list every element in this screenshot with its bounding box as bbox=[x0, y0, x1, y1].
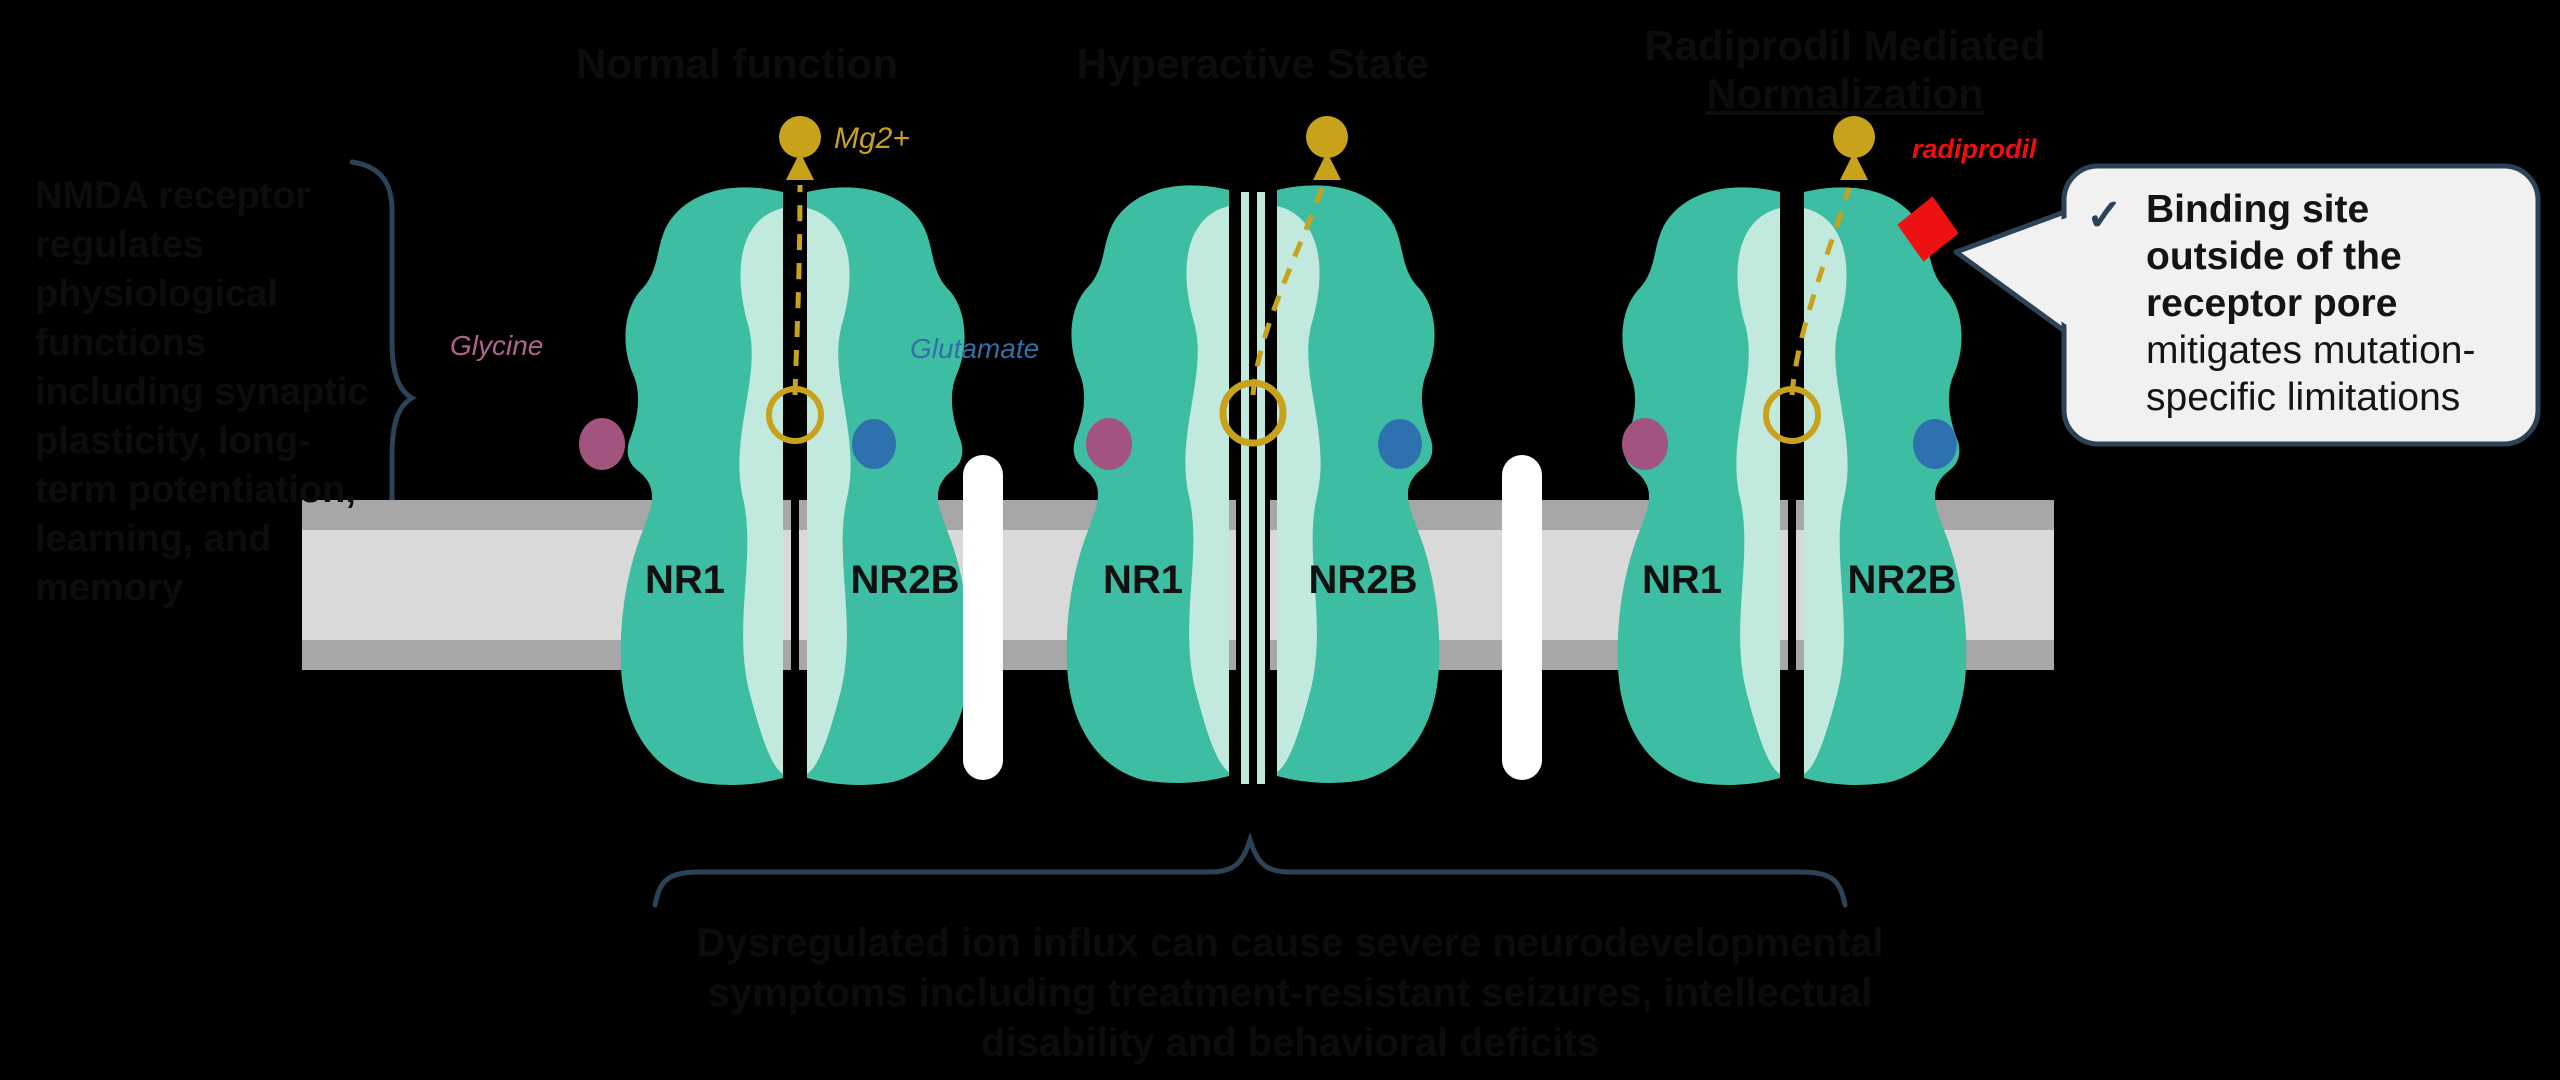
left-note-line: memory bbox=[35, 567, 183, 609]
left-note-line: functions bbox=[35, 322, 206, 364]
heading-normal-function: Normal function bbox=[576, 40, 898, 87]
bottom-note-line: disability and behavioral deficits bbox=[981, 1021, 1599, 1065]
receptor-radiprodil bbox=[1617, 187, 1967, 786]
nr1-label-1: NR1 bbox=[644, 558, 726, 602]
checkmark-icon: ✓ bbox=[2086, 191, 2123, 240]
nr1-label-3: NR1 bbox=[1641, 558, 1723, 602]
left-note-line: learning, and bbox=[35, 518, 272, 560]
arrowhead-3 bbox=[1840, 152, 1868, 180]
nr2b-label-1: NR2B bbox=[850, 558, 960, 602]
nr1-label-2: NR1 bbox=[1102, 558, 1184, 602]
callout-regular-line: specific limitations bbox=[2146, 376, 2461, 419]
receptor-normal bbox=[620, 187, 970, 786]
mg-ion-label: Mg2+ bbox=[834, 122, 910, 155]
bottom-note-line: symptoms including treatment-resistant s… bbox=[707, 971, 1873, 1015]
callout-text: Binding site outside of the receptor por… bbox=[2146, 186, 2536, 421]
heading-line-2: Normalization bbox=[1706, 70, 1984, 117]
radiprodil-label: radiprodil bbox=[1912, 134, 2037, 164]
left-note-line: regulates bbox=[35, 224, 204, 266]
callout-regular-line: mitigates mutation- bbox=[2146, 329, 2476, 372]
callout-bold-line: outside of the bbox=[2146, 235, 2402, 278]
glutamate-dot-2 bbox=[1378, 419, 1422, 469]
callout-bubble bbox=[1953, 163, 2541, 447]
left-note-line: NMDA receptor bbox=[35, 175, 311, 217]
heading-line-1: Radiprodil Mediated bbox=[1644, 22, 2046, 69]
mg-ion-2 bbox=[1306, 116, 1348, 158]
heading-hyperactive-state: Hyperactive State bbox=[1076, 40, 1430, 87]
glycine-dot-1 bbox=[579, 418, 625, 470]
bottom-brace bbox=[652, 831, 1848, 908]
left-note: NMDA receptor regulates physiological fu… bbox=[35, 172, 369, 613]
divider-pill-1 bbox=[963, 455, 1003, 780]
radiprodil-diamond-icon bbox=[1897, 196, 1959, 262]
callout-bold-line: Binding site bbox=[2146, 188, 2370, 231]
glycine-dot-2 bbox=[1086, 418, 1132, 470]
glutamate-dot-1 bbox=[852, 419, 896, 469]
glycine-label: Glycine bbox=[450, 330, 544, 361]
bottom-note: Dysregulated ion influx can cause severe… bbox=[640, 918, 1940, 1068]
mg-ion-3 bbox=[1833, 116, 1875, 158]
bottom-note-line: Dysregulated ion influx can cause severe… bbox=[696, 921, 1884, 965]
glycine-dot-3 bbox=[1622, 418, 1668, 470]
heading-radiprodil-normalization: Radiprodil Mediated Normalization bbox=[1595, 22, 2095, 118]
receptor-hyperactive bbox=[1066, 185, 1440, 786]
nr2b-label-2: NR2B bbox=[1308, 558, 1418, 602]
left-note-line: including synaptic bbox=[35, 371, 369, 413]
left-note-line: plasticity, long- bbox=[35, 420, 311, 462]
arrowhead-1 bbox=[786, 152, 814, 180]
arrowhead-2 bbox=[1313, 152, 1341, 180]
left-note-line: physiological bbox=[35, 273, 278, 315]
callout-bold-line: receptor pore bbox=[2146, 282, 2398, 325]
glutamate-dot-3 bbox=[1913, 419, 1957, 469]
left-note-line: term potentiation, bbox=[35, 469, 356, 511]
mg-ion-1 bbox=[779, 116, 821, 158]
nr2b-label-3: NR2B bbox=[1847, 558, 1957, 602]
glutamate-label: Glutamate bbox=[910, 333, 1040, 364]
divider-pill-2 bbox=[1502, 455, 1542, 780]
mg-escape-arrow-1 bbox=[792, 184, 803, 396]
